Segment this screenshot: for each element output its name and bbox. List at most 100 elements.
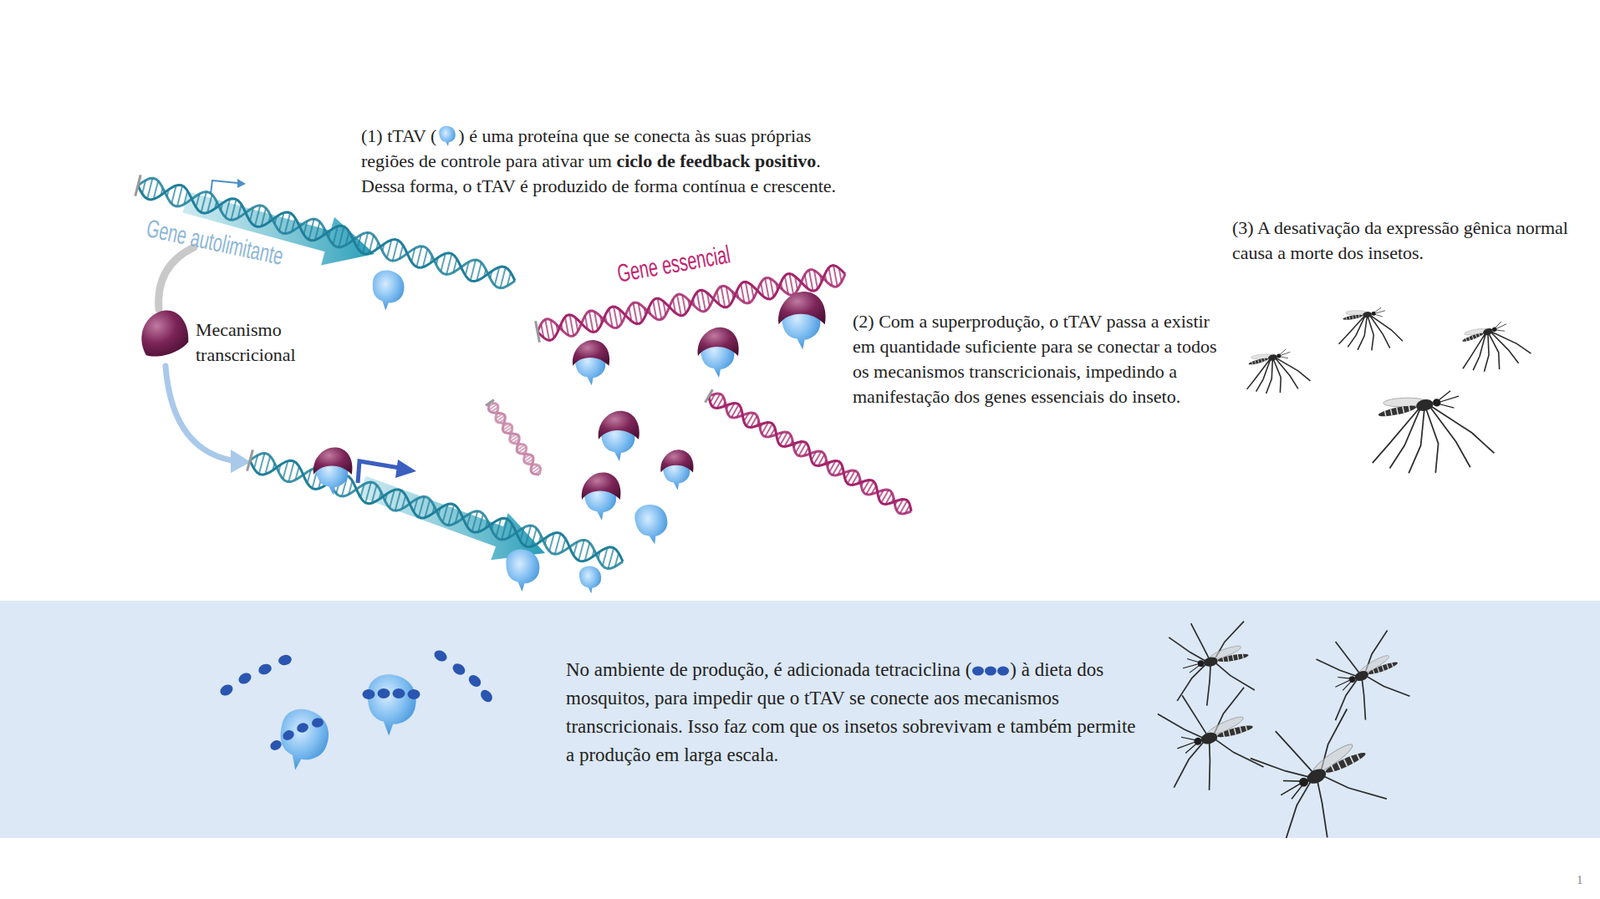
mosquito-stripes xyxy=(1222,725,1248,739)
promoter-arrow xyxy=(357,461,400,484)
mosquito-proboscis xyxy=(1436,389,1462,412)
tetracycline xyxy=(432,648,495,705)
mosquito-stripes xyxy=(1372,662,1394,676)
dna-end xyxy=(535,321,541,343)
mosquito-abdomen xyxy=(1248,356,1269,367)
ttav-protein xyxy=(698,327,739,378)
dna-rungs xyxy=(489,403,541,475)
tetracycline-unit xyxy=(295,721,311,734)
tetracycline-unit xyxy=(280,728,296,744)
ttav-shape xyxy=(633,503,670,546)
mosquito-abdomen xyxy=(1324,749,1368,776)
gene-arrow xyxy=(358,476,546,561)
mosquito xyxy=(1451,312,1534,383)
node-text: No ambiente de produção, é adicionada te… xyxy=(565,659,972,681)
mosquito-legs xyxy=(1240,700,1393,839)
transcription-mechanism xyxy=(313,447,353,474)
mosquito xyxy=(1238,342,1312,403)
transcription-mechanism xyxy=(572,340,610,367)
mosquito-legs xyxy=(1362,393,1496,488)
mosquito-proboscis xyxy=(1278,348,1293,361)
mosquito-abdomen xyxy=(1342,313,1364,322)
promoter-arrow xyxy=(210,180,238,194)
dna-strand xyxy=(708,393,912,515)
ttav-protein xyxy=(361,672,419,740)
mosquito-legs xyxy=(1335,309,1404,357)
mosquito-stripes xyxy=(1222,653,1244,663)
tetracycline xyxy=(362,688,421,700)
transcription-mechanism xyxy=(581,472,622,500)
tetracycline-icon xyxy=(971,664,1010,678)
tetracycline-unit xyxy=(432,648,449,664)
mosquito-stripes xyxy=(1384,405,1411,418)
mosquito xyxy=(1333,301,1404,357)
ttav-shape xyxy=(503,548,541,594)
mosquito-stripes xyxy=(1251,357,1265,365)
mechanism-label: Mecanismo transcricional xyxy=(195,317,334,368)
page-number: 1 xyxy=(1576,872,1584,888)
tetracycline-unit xyxy=(984,667,997,677)
ttav-protein xyxy=(660,449,693,490)
transcription-mechanism xyxy=(778,291,826,325)
dna-helix xyxy=(485,400,541,475)
mosquito xyxy=(1309,623,1414,730)
band-illustration-group xyxy=(218,614,1414,839)
mosquito xyxy=(1240,700,1393,839)
mosquito-abdomen xyxy=(1462,331,1484,344)
dna-strand xyxy=(249,453,623,570)
tetracycline-unit xyxy=(218,682,235,699)
tetracycline-unit xyxy=(236,671,254,687)
band-text: No ambiente de produção, é adicionada te… xyxy=(565,656,1143,770)
callout-text: (3) A desativação da expressão gênica no… xyxy=(1232,215,1584,266)
dna-end xyxy=(705,389,714,403)
mosquito-legs xyxy=(1453,321,1533,383)
callout-text-part: (1) tTAV ( xyxy=(361,125,437,147)
mosquito-legs xyxy=(1151,679,1268,800)
mosquito-proboscis xyxy=(1174,733,1198,756)
arrow-head xyxy=(395,459,417,479)
mosquito-proboscis xyxy=(1275,774,1306,803)
dna-end xyxy=(135,174,141,196)
mosquito-abdomen xyxy=(1217,652,1249,664)
mosquito-head xyxy=(1491,326,1498,333)
callout-bold: ciclo de feedback positivo xyxy=(616,150,816,172)
ttav-protein xyxy=(598,411,640,462)
ttav-protein xyxy=(367,268,407,314)
tetracycline-unit xyxy=(268,738,284,754)
mosquito-abdomen xyxy=(1216,723,1254,740)
ttav-protein xyxy=(778,291,826,350)
transcription-mechanism xyxy=(598,411,640,440)
mosquito-abdomen xyxy=(1367,660,1399,677)
tetracycline-unit xyxy=(310,717,325,729)
dna-end xyxy=(247,449,254,471)
ttav-protein xyxy=(270,703,337,778)
dna-strand xyxy=(489,402,541,475)
tetracycline-unit xyxy=(466,672,484,689)
mosquito-legs xyxy=(1309,623,1414,730)
tetracycline-unit xyxy=(972,667,984,677)
ttav-protein xyxy=(581,472,622,520)
ttav-shape xyxy=(579,565,602,594)
gene-arrow-shape xyxy=(358,476,546,561)
mosquito-stripes xyxy=(1345,314,1360,321)
transcription-mechanism xyxy=(698,327,739,357)
ttav-protein xyxy=(572,340,610,386)
tetracycline-unit xyxy=(407,689,421,700)
mosquito-thorax xyxy=(1199,731,1219,747)
mosquito-thorax xyxy=(1362,310,1373,319)
tetracycline-unit xyxy=(362,689,376,700)
mosquito-thorax xyxy=(1482,326,1494,337)
mosquito-thorax xyxy=(1304,766,1329,787)
tetracycline-unit xyxy=(450,661,468,678)
ttav-protein xyxy=(579,565,602,594)
dna-end xyxy=(485,400,495,407)
curved-arrow xyxy=(165,366,236,462)
ttav-icon xyxy=(436,125,459,148)
mosquito-head xyxy=(1297,776,1310,789)
ttav-shape xyxy=(361,672,419,740)
gene-label: Gene essencial xyxy=(615,241,733,286)
mosquito-legs xyxy=(1240,350,1312,403)
dna-helix xyxy=(247,449,623,569)
mosquito-proboscis xyxy=(1181,657,1201,674)
tetracycline-unit xyxy=(392,688,406,699)
